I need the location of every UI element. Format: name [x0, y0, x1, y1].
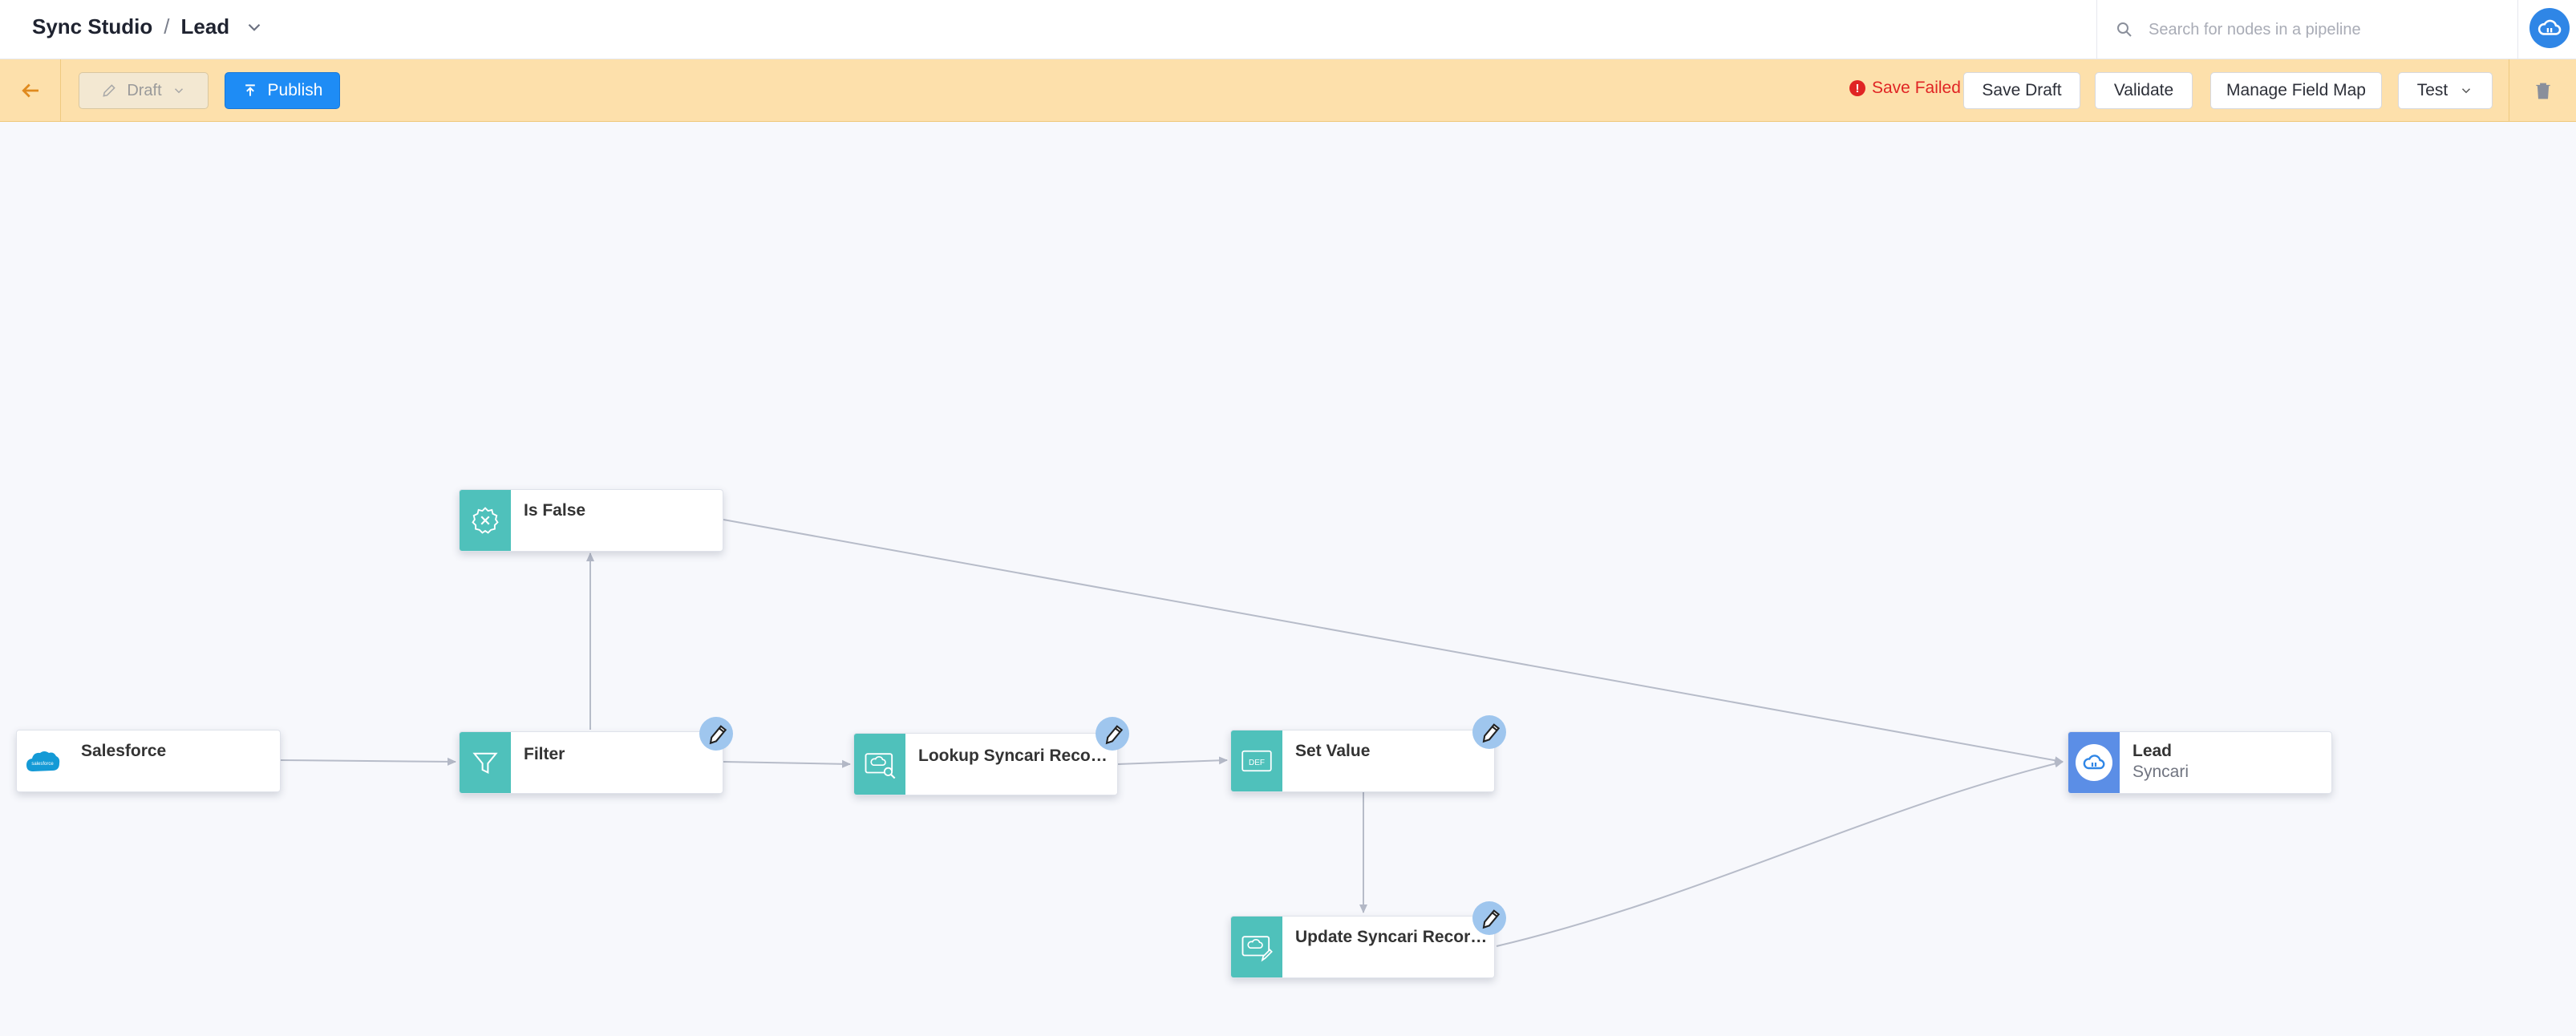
- breadcrumb: Sync Studio / Lead: [32, 14, 265, 39]
- pipeline-canvas[interactable]: [0, 122, 2576, 1036]
- chevron-down-icon: [2462, 88, 2471, 94]
- node-is-false[interactable]: Is False: [459, 489, 723, 552]
- validate-button[interactable]: Validate: [2095, 72, 2193, 109]
- upload-icon: [245, 84, 255, 96]
- breadcrumb-lead: Lead: [180, 14, 230, 38]
- node-set-value[interactable]: DEF Set Value: [1230, 730, 1495, 792]
- node-title: Is False: [524, 501, 586, 520]
- gear-x-icon: [460, 490, 511, 551]
- lookup-cloud-icon: [854, 734, 905, 795]
- save-status: ! Save Failed: [1849, 79, 1961, 98]
- search-box: [2096, 0, 2518, 59]
- breadcrumb-sync-studio[interactable]: Sync Studio: [32, 14, 153, 38]
- node-lookup-syncari-records[interactable]: Lookup Syncari Records: [853, 733, 1118, 795]
- breadcrumb-separator: /: [164, 14, 170, 38]
- node-filter[interactable]: Filter: [459, 731, 723, 794]
- draft-dropdown[interactable]: Draft: [79, 72, 209, 109]
- pencil-icon: [1105, 725, 1124, 745]
- syncari-cloud-icon: [2068, 732, 2120, 793]
- def-icon: DEF: [1231, 730, 1282, 791]
- node-salesforce[interactable]: salesforce Salesforce: [16, 730, 281, 792]
- trash-icon: [2535, 83, 2550, 99]
- update-cloud-icon: [1231, 917, 1282, 977]
- node-title: Update Syncari Records: [1295, 928, 1488, 946]
- search-input[interactable]: [2149, 20, 2501, 39]
- publish-label: Publish: [267, 81, 323, 99]
- node-title: Salesforce: [81, 742, 167, 760]
- node-update-syncari-records[interactable]: Update Syncari Records: [1230, 916, 1495, 978]
- error-icon: !: [1849, 80, 1865, 96]
- save-status-text: Save Failed: [1872, 79, 1961, 97]
- salesforce-logo-icon: salesforce: [17, 730, 68, 791]
- test-label: Test: [2416, 81, 2448, 99]
- chevron-down-icon[interactable]: [244, 17, 265, 38]
- node-lead-destination[interactable]: Lead Syncari: [2068, 731, 2332, 794]
- edit-node-badge[interactable]: [699, 717, 733, 751]
- edit-node-badge[interactable]: [1472, 715, 1506, 749]
- edit-node-badge[interactable]: [1096, 717, 1129, 751]
- pencil-icon: [1482, 723, 1501, 743]
- svg-text:salesforce: salesforce: [31, 762, 54, 767]
- syncari-cloud-icon[interactable]: [2529, 8, 2570, 48]
- node-title: Lead: [2132, 742, 2173, 760]
- pencil-icon: [103, 84, 116, 97]
- top-header: Sync Studio / Lead: [0, 0, 2576, 59]
- delete-button[interactable]: [2509, 59, 2576, 122]
- pipeline-toolbar: Draft Publish ! Save Failed Save Draft V…: [0, 59, 2576, 122]
- pencil-icon: [709, 725, 727, 745]
- pencil-icon: [1482, 909, 1501, 929]
- back-button[interactable]: [0, 59, 61, 122]
- chevron-down-icon: [174, 88, 183, 94]
- search-icon: [2117, 22, 2132, 37]
- draft-label: Draft: [127, 81, 162, 99]
- node-title: Lookup Syncari Records: [918, 747, 1111, 765]
- arrow-left-icon: [21, 83, 38, 98]
- publish-button[interactable]: Publish: [225, 72, 340, 109]
- funnel-icon: [460, 732, 511, 793]
- node-title: Set Value: [1295, 742, 1371, 760]
- manage-field-map-button[interactable]: Manage Field Map: [2210, 72, 2382, 109]
- test-dropdown[interactable]: Test: [2398, 72, 2493, 109]
- svg-text:DEF: DEF: [1249, 759, 1265, 767]
- node-subtitle: Syncari: [2132, 763, 2189, 781]
- edit-node-badge[interactable]: [1472, 901, 1506, 935]
- node-title: Filter: [524, 745, 565, 763]
- save-draft-button[interactable]: Save Draft: [1963, 72, 2080, 109]
